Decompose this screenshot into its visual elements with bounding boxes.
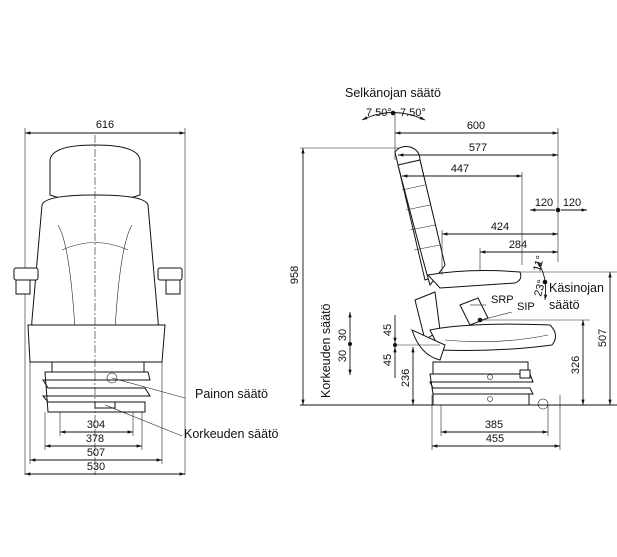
callout-korkeuden-saato: Korkeuden säätö — [184, 427, 279, 441]
backrest-adjust-label: Selkänojan säätö — [345, 86, 441, 100]
dim-304: 304 — [87, 419, 105, 431]
dim-378: 378 — [86, 433, 104, 445]
dim-958: 958 — [289, 266, 301, 284]
dim-424: 424 — [491, 221, 509, 233]
dim-284: 284 — [509, 239, 527, 251]
dim-507-side: 507 — [597, 329, 609, 347]
side-view: Selkänojan säätö 7.50° 7.50° 9 — [289, 86, 617, 450]
dim-326: 326 — [570, 356, 582, 374]
side-seat-outline — [394, 146, 556, 410]
dim-45-down: 45 — [382, 354, 394, 366]
height-adjust-label: Korkeuden säätö — [319, 303, 333, 398]
sip-label: SIP — [517, 301, 535, 313]
dim-447: 447 — [451, 163, 469, 175]
dim-616: 616 — [96, 119, 114, 131]
dim-577: 577 — [469, 142, 487, 154]
height-adjust-down: 30 — [337, 350, 349, 362]
dim-236: 236 — [400, 369, 412, 387]
armrest-angle-up: 11° — [531, 254, 547, 272]
dim-120-left: 120 — [535, 197, 553, 209]
armrest-angle-down: 23° — [532, 279, 548, 298]
front-view: 616 Painon säätö Korkeuden säätö 304 378… — [13, 119, 279, 476]
dim-455: 455 — [486, 433, 504, 445]
dim-120-right: 120 — [563, 197, 581, 209]
backrest-angle-right: 7.50° — [400, 107, 426, 119]
armrest-adjust-label-1: Käsinojan — [549, 281, 604, 295]
armrest-adjust-label-2: säätö — [549, 298, 580, 312]
dim-530: 530 — [87, 461, 105, 473]
dim-507: 507 — [87, 447, 105, 459]
srp-label: SRP — [491, 294, 514, 306]
dim-45-up: 45 — [382, 324, 394, 336]
height-adjust-up: 30 — [337, 329, 349, 341]
callout-painon-saato: Painon säätö — [195, 387, 268, 401]
dim-385: 385 — [485, 419, 503, 431]
dim-600: 600 — [467, 120, 485, 132]
front-seat-outline — [13, 135, 183, 475]
backrest-angle-left: 7.50° — [366, 107, 392, 119]
